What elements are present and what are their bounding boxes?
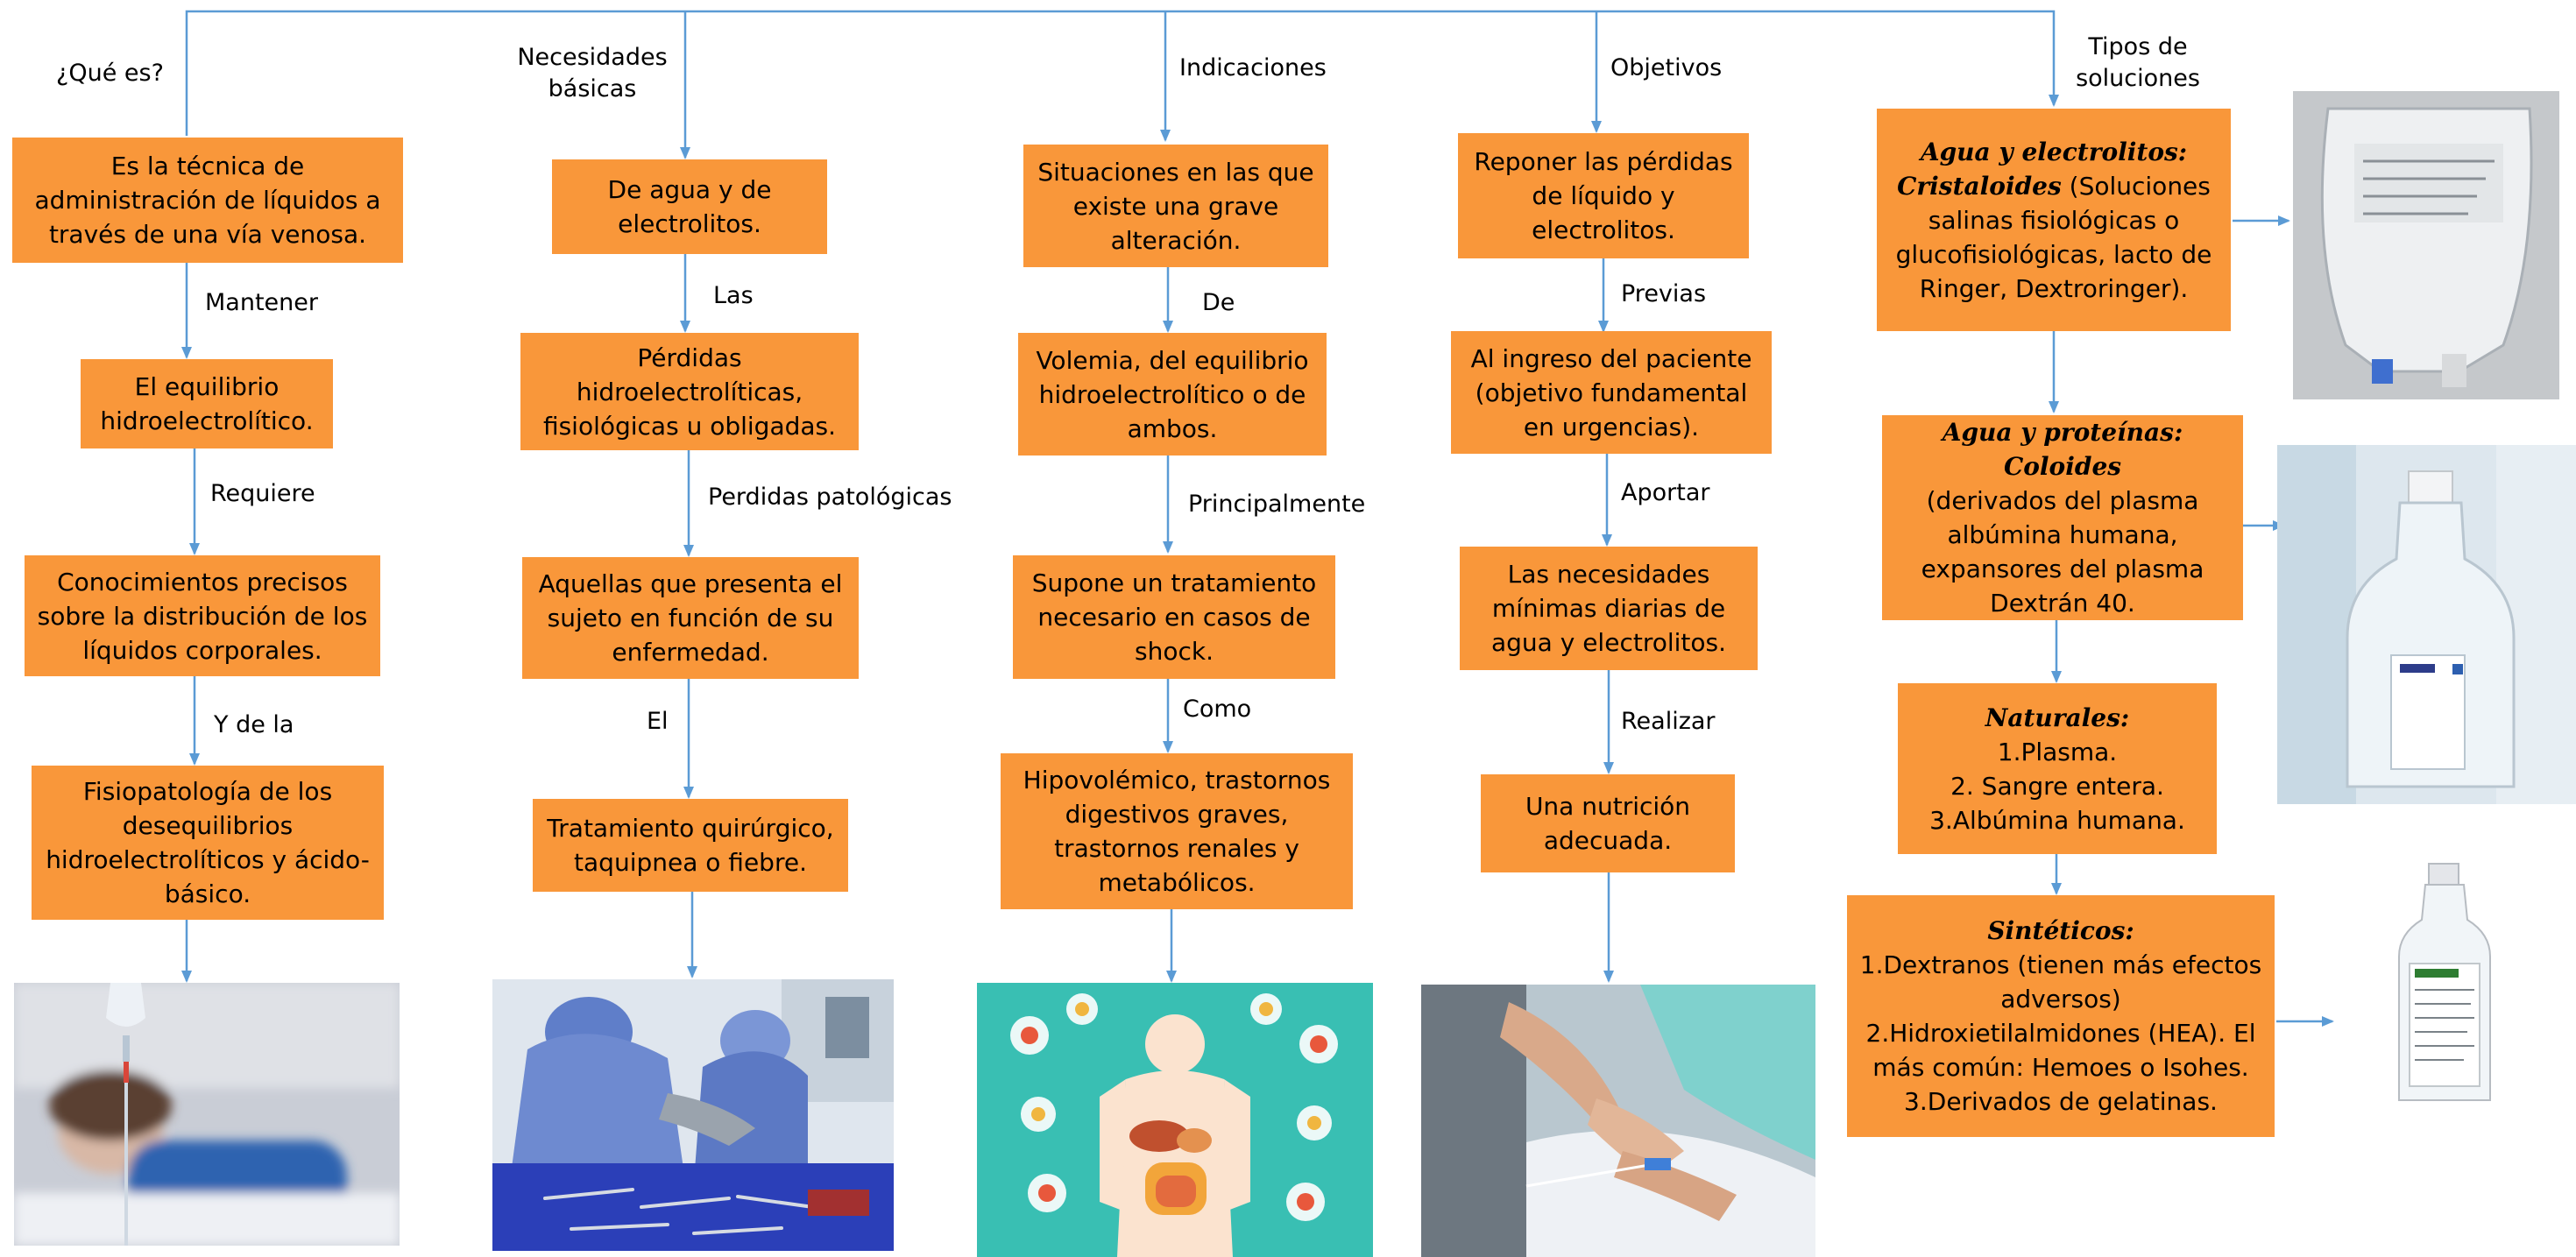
connector-label: Y de la	[214, 711, 294, 738]
col2-box-1: De agua y de electrolitos.	[552, 159, 827, 254]
connector-label: Perdidas patológicas	[708, 484, 952, 511]
solution-title: Naturales:	[1985, 703, 2130, 732]
col2-box-3: Aquellas que presenta el sujeto en funci…	[522, 557, 859, 679]
solution-box-naturales: Naturales: 1.Plasma. 2. Sangre entera. 3…	[1898, 683, 2217, 854]
col4-box-4: Una nutrición adecuada.	[1481, 774, 1735, 872]
col1-box-3: Conocimientos precisos sobre la distribu…	[25, 555, 380, 676]
solution-title: Sintéticos:	[1987, 916, 2134, 945]
solution-item: 3.Derivados de gelatinas.	[1904, 1087, 2218, 1116]
solution-item: 2. Sangre entera.	[1950, 771, 2164, 801]
solution-text: (derivados del plasma albúmina humana, e…	[1921, 486, 2204, 618]
connector-label: De	[1202, 289, 1235, 316]
solution-item: 3.Albúmina humana.	[1929, 805, 2185, 835]
iv-fluid-bag-photo	[2293, 91, 2559, 399]
solution-item: 2.Hidroxietilalmidones (HEA). El más com…	[1865, 1019, 2256, 1082]
solution-title: Agua y proteínas: Coloides	[1942, 418, 2183, 481]
dextran-bottle-photo	[2383, 858, 2506, 1114]
col3-box-4: Hipovolémico, trastornos digestivos grav…	[1001, 753, 1353, 909]
connector-label: Como	[1183, 696, 1252, 723]
col1-box-1: Es la técnica de administración de líqui…	[12, 138, 403, 263]
connector-label: Principalmente	[1188, 491, 1366, 518]
solution-item: 1.Plasma.	[1997, 737, 2118, 766]
col4-box-3: Las necesidades mínimas diarias de agua …	[1460, 547, 1758, 670]
connector-label: Requiere	[210, 480, 315, 507]
col3-box-1: Situaciones en las que existe una grave …	[1023, 145, 1328, 267]
connector-label: Aportar	[1621, 479, 1710, 506]
iv-catheter-hand-photo	[1421, 985, 1815, 1257]
solution-title: Agua y electrolitos:	[1920, 137, 2188, 166]
surgeons-operating-room-photo	[492, 979, 894, 1251]
solution-box-coloides: Agua y proteínas: Coloides (derivados de…	[1882, 415, 2243, 620]
col1-box-2: El equilibrio hidroelectrolítico.	[81, 359, 333, 448]
col4-box-1: Reponer las pérdidas de líquido y electr…	[1458, 133, 1749, 258]
col4-box-2: Al ingreso del paciente (objetivo fundam…	[1451, 331, 1772, 454]
heading-indicaciones: Indicaciones	[1179, 54, 1327, 81]
saline-bottle-photo	[2277, 445, 2576, 804]
solution-item: 1.Dextranos (tienen más efectos adversos…	[1859, 950, 2262, 1013]
patient-with-iv-drip-photo	[14, 983, 400, 1246]
top-bus-line	[185, 10, 2059, 136]
connector-label: Las	[713, 282, 754, 309]
solution-text: (Soluciones salinas fisiológicas o gluco…	[1895, 171, 2212, 303]
connector-label: El	[647, 708, 669, 735]
col2-box-4: Tratamiento quirúrgico, taquipnea o fieb…	[533, 799, 848, 892]
heading-tipos-de-soluciones: Tipos de soluciones	[2076, 33, 2200, 92]
col1-box-4: Fisiopatología de los desequilibrios hid…	[32, 766, 384, 920]
col3-box-2: Volemia, del equilibrio hidroelectrolíti…	[1018, 333, 1327, 455]
heading-necesidades-basicas: Necesidades básicas	[517, 44, 668, 102]
solution-box-cristaloides: Agua y electrolitos: Cristaloides (Soluc…	[1877, 109, 2231, 331]
human-organs-illustration	[977, 983, 1373, 1257]
connector-label: Previas	[1621, 280, 1707, 307]
heading-que-es: ¿Qué es?	[56, 60, 164, 87]
solution-title-2: Cristaloides	[1897, 171, 2062, 201]
solution-box-sinteticos: Sintéticos: 1.Dextranos (tienen más efec…	[1847, 895, 2275, 1137]
col3-box-3: Supone un tratamiento necesario en casos…	[1013, 555, 1335, 679]
col2-box-2: Pérdidas hidroelectrolíticas, fisiológic…	[520, 333, 859, 450]
heading-objetivos: Objetivos	[1610, 54, 1723, 81]
connector-label: Realizar	[1621, 708, 1716, 735]
connector-label: Mantener	[205, 289, 318, 316]
